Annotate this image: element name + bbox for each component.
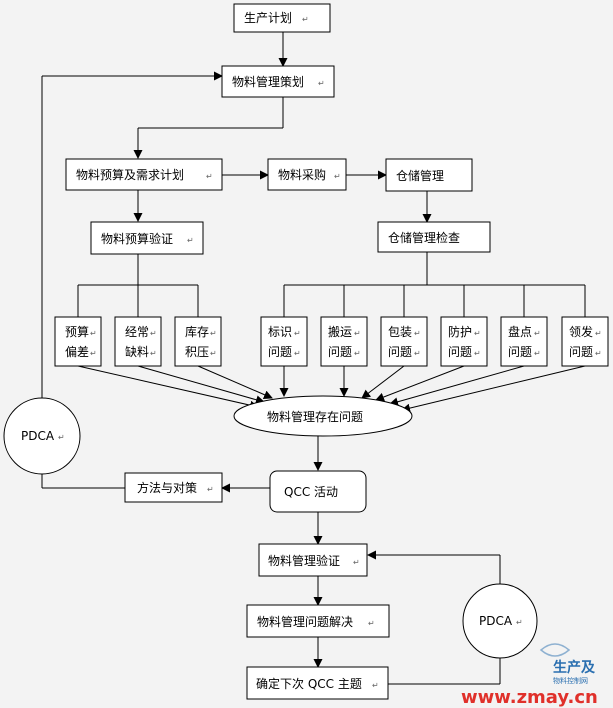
svg-text:搬运: 搬运 — [328, 324, 352, 339]
material-mgmt-planning-box: 物料管理策划 ↵ — [221, 65, 335, 98]
qcc-activity-label: QCC 活动 — [284, 485, 338, 499]
svg-text:↵: ↵ — [414, 349, 421, 358]
svg-text:↵: ↵ — [534, 329, 541, 338]
svg-text:↵: ↵ — [353, 558, 360, 567]
labeling-issue-box: 标识 问题 ↵ ↵ — [260, 316, 308, 367]
svg-text:↵: ↵ — [368, 619, 375, 628]
svg-text:↵: ↵ — [302, 15, 309, 24]
svg-text:↵: ↵ — [474, 349, 481, 358]
methods-countermeasures-label: 方法与对策 — [137, 480, 197, 495]
svg-text:问题: 问题 — [569, 345, 593, 359]
svg-text:↵: ↵ — [372, 681, 379, 690]
budget-demand-plan-label: 物料预算及需求计划 — [76, 167, 184, 182]
problem-solving-label: 物料管理问题解决 — [257, 614, 353, 629]
problem-solving-box: 物料管理问题解决 ↵ — [246, 604, 390, 638]
svg-text:↵: ↵ — [187, 236, 194, 245]
svg-text:问题: 问题 — [268, 345, 292, 359]
svg-text:包装: 包装 — [388, 325, 412, 339]
material-mgmt-planning-label: 物料管理策划 — [232, 74, 304, 89]
warehouse-inspection-label: 仓储管理检查 — [388, 230, 460, 245]
connectors — [41, 32, 586, 685]
qcc-activity-box: QCC 活动 — [269, 470, 367, 513]
frequent-shortage-box: 经常 缺料 ↵ ↵ — [114, 316, 162, 367]
svg-text:问题: 问题 — [388, 345, 412, 359]
svg-text:问题: 问题 — [328, 345, 352, 359]
svg-text:生产及: 生产及 — [553, 659, 596, 676]
svg-text:↵: ↵ — [534, 349, 541, 358]
inventory-backlog-box: 库存 积压 ↵ ↵ — [174, 316, 222, 367]
existing-problems-ellipse: 物料管理存在问题 — [233, 395, 413, 437]
svg-text:盘点: 盘点 — [508, 324, 532, 339]
svg-text:库存: 库存 — [185, 324, 209, 339]
svg-text:↵: ↵ — [595, 349, 602, 358]
svg-text:积压: 积压 — [185, 345, 209, 359]
svg-text:PDCA: PDCA — [21, 429, 55, 443]
budget-demand-plan-box: 物料预算及需求计划 ↵ — [65, 158, 223, 191]
next-qcc-topic-label: 确定下次 QCC 主题 — [256, 676, 362, 691]
svg-text:↵: ↵ — [150, 349, 157, 358]
svg-text:↵: ↵ — [90, 329, 97, 338]
warehouse-mgmt-label: 仓储管理 — [396, 168, 444, 183]
svg-text:经常: 经常 — [125, 325, 149, 339]
svg-text:预算: 预算 — [65, 324, 89, 339]
issuing-issue-box: 领发 问题 ↵ ↵ — [561, 316, 609, 367]
packaging-issue-box: 包装 问题 ↵ ↵ — [380, 316, 428, 367]
site-url-watermark: www.zmay.cn — [461, 687, 598, 708]
svg-text:↵: ↵ — [474, 329, 481, 338]
svg-text:↵: ↵ — [294, 349, 301, 358]
site-logo: 生产及 物料控制网 — [539, 643, 596, 685]
svg-text:↵: ↵ — [318, 79, 325, 88]
methods-countermeasures-box: 方法与对策 ↵ — [124, 472, 223, 503]
svg-text:防护: 防护 — [448, 324, 472, 339]
svg-text:↵: ↵ — [294, 329, 301, 338]
svg-text:↵: ↵ — [595, 329, 602, 338]
material-purchasing-box: 物料采购 ↵ — [267, 158, 347, 191]
handling-issue-box: 搬运 问题 ↵ ↵ — [320, 316, 368, 367]
svg-text:↵: ↵ — [210, 329, 217, 338]
budget-verification-box: 物料预算验证 ↵ — [90, 221, 204, 255]
svg-text:问题: 问题 — [508, 345, 532, 359]
production-plan-box: 生产计划 ↵ — [233, 3, 331, 33]
svg-text:偏差: 偏差 — [65, 344, 89, 359]
svg-text:↵: ↵ — [354, 349, 361, 358]
svg-text:领发: 领发 — [569, 324, 593, 339]
svg-text:↵: ↵ — [58, 433, 65, 442]
svg-text:↵: ↵ — [354, 329, 361, 338]
svg-text:↵: ↵ — [334, 172, 341, 181]
protection-issue-box: 防护 问题 ↵ ↵ — [440, 316, 488, 367]
svg-text:↵: ↵ — [90, 349, 97, 358]
mgmt-verification-label: 物料管理验证 — [268, 553, 340, 568]
pdca-right-circle: PDCA ↵ — [462, 583, 538, 659]
svg-text:PDCA: PDCA — [479, 614, 513, 628]
existing-problems-label: 物料管理存在问题 — [267, 409, 363, 424]
warehouse-inspection-box: 仓储管理检查 — [377, 221, 491, 253]
svg-text:↵: ↵ — [516, 618, 523, 627]
next-qcc-topic-box: 确定下次 QCC 主题 ↵ — [246, 666, 389, 700]
svg-text:↵: ↵ — [414, 329, 421, 338]
inventory-count-issue-box: 盘点 问题 ↵ ↵ — [500, 316, 548, 367]
production-plan-label: 生产计划 — [244, 11, 292, 25]
warehouse-mgmt-box: 仓储管理 — [385, 158, 473, 192]
svg-text:↵: ↵ — [210, 349, 217, 358]
svg-text:物料控制网: 物料控制网 — [553, 676, 588, 685]
svg-text:标识: 标识 — [268, 325, 292, 339]
mgmt-verification-box: 物料管理验证 ↵ — [258, 543, 368, 577]
material-purchasing-label: 物料采购 — [278, 167, 326, 182]
svg-text:问题: 问题 — [448, 345, 472, 359]
budget-deviation-box: 预算 偏差 ↵ ↵ — [54, 316, 102, 367]
pdca-left-circle: PDCA ↵ — [3, 397, 81, 475]
svg-text:缺料: 缺料 — [125, 344, 149, 359]
svg-text:↵: ↵ — [206, 172, 213, 181]
svg-text:↵: ↵ — [150, 329, 157, 338]
svg-text:↵: ↵ — [207, 485, 214, 494]
budget-verification-label: 物料预算验证 — [101, 231, 173, 246]
